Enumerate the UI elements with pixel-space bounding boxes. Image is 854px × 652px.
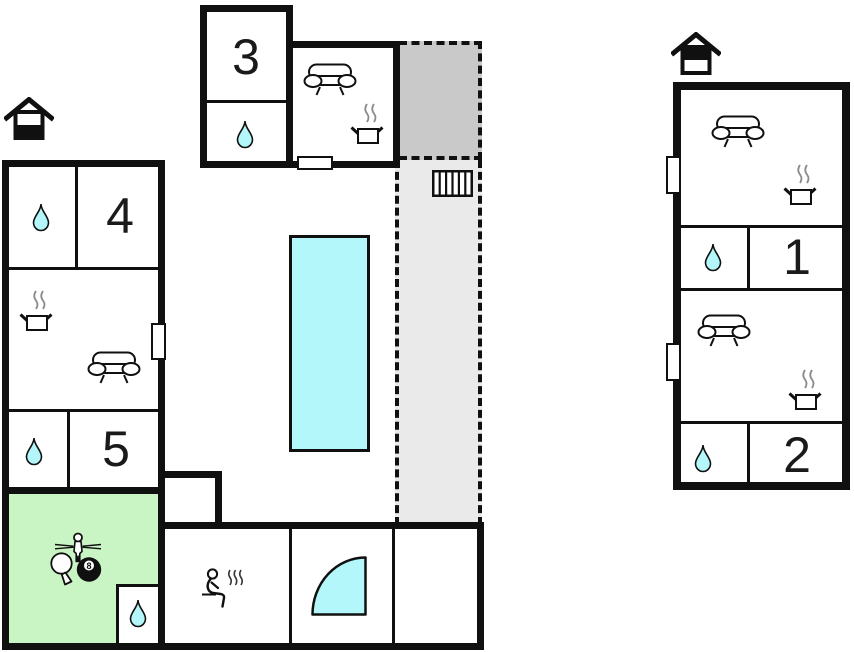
swimming-pool xyxy=(289,235,370,452)
cooking-pot-icon xyxy=(780,163,820,207)
room-4-label: 4 xyxy=(106,188,134,244)
sofa-icon xyxy=(695,313,753,349)
sofa-icon xyxy=(301,62,359,98)
water-drop-icon xyxy=(702,243,724,273)
sofa-icon xyxy=(85,350,143,386)
room-1-label: 1 xyxy=(783,229,811,285)
room-bedroom-4 xyxy=(78,160,165,270)
room-kitchen-living xyxy=(2,270,165,412)
cooking-pot-icon xyxy=(785,368,825,412)
annex-living-1 xyxy=(673,82,850,228)
room-3-label: 3 xyxy=(232,29,260,85)
corner-bath-icon xyxy=(311,556,367,616)
room-5-label: 5 xyxy=(102,421,130,477)
annex-bedroom-2 xyxy=(750,424,850,490)
water-drop-icon xyxy=(23,437,45,467)
house-ground-floor-icon xyxy=(4,97,54,143)
annex-living-2 xyxy=(673,291,850,424)
water-drop-icon xyxy=(30,203,52,233)
door-opening-top-living xyxy=(297,156,333,170)
games-icon: 8 xyxy=(50,532,102,586)
door-opening-annex-2 xyxy=(666,343,681,381)
water-drop-icon xyxy=(692,444,714,474)
annex-bathroom-2 xyxy=(673,424,750,490)
terrace-walkway xyxy=(395,160,482,525)
door-opening-kitchen xyxy=(151,323,166,360)
sofa-icon xyxy=(709,114,767,150)
eight-ball-number: 8 xyxy=(86,561,91,571)
room-living-top xyxy=(293,41,400,168)
water-drop-icon xyxy=(234,120,256,150)
house-upper-floor-icon xyxy=(671,32,721,78)
annex-bedroom-1 xyxy=(750,228,850,291)
room-2-label: 2 xyxy=(783,427,811,483)
water-drop-icon xyxy=(127,599,149,629)
room-storage xyxy=(395,522,484,650)
cooking-pot-icon xyxy=(16,289,56,333)
entrance-nook xyxy=(165,471,222,526)
sauna-icon xyxy=(202,568,244,608)
cooking-pot-icon xyxy=(347,102,387,146)
stairs-icon xyxy=(432,170,473,197)
room-bathroom-games xyxy=(116,584,165,650)
terrace-dark xyxy=(399,41,482,160)
door-opening-annex-1 xyxy=(666,156,681,194)
room-bedroom-3 xyxy=(200,5,293,103)
table-tennis-paddle-icon xyxy=(50,552,73,575)
